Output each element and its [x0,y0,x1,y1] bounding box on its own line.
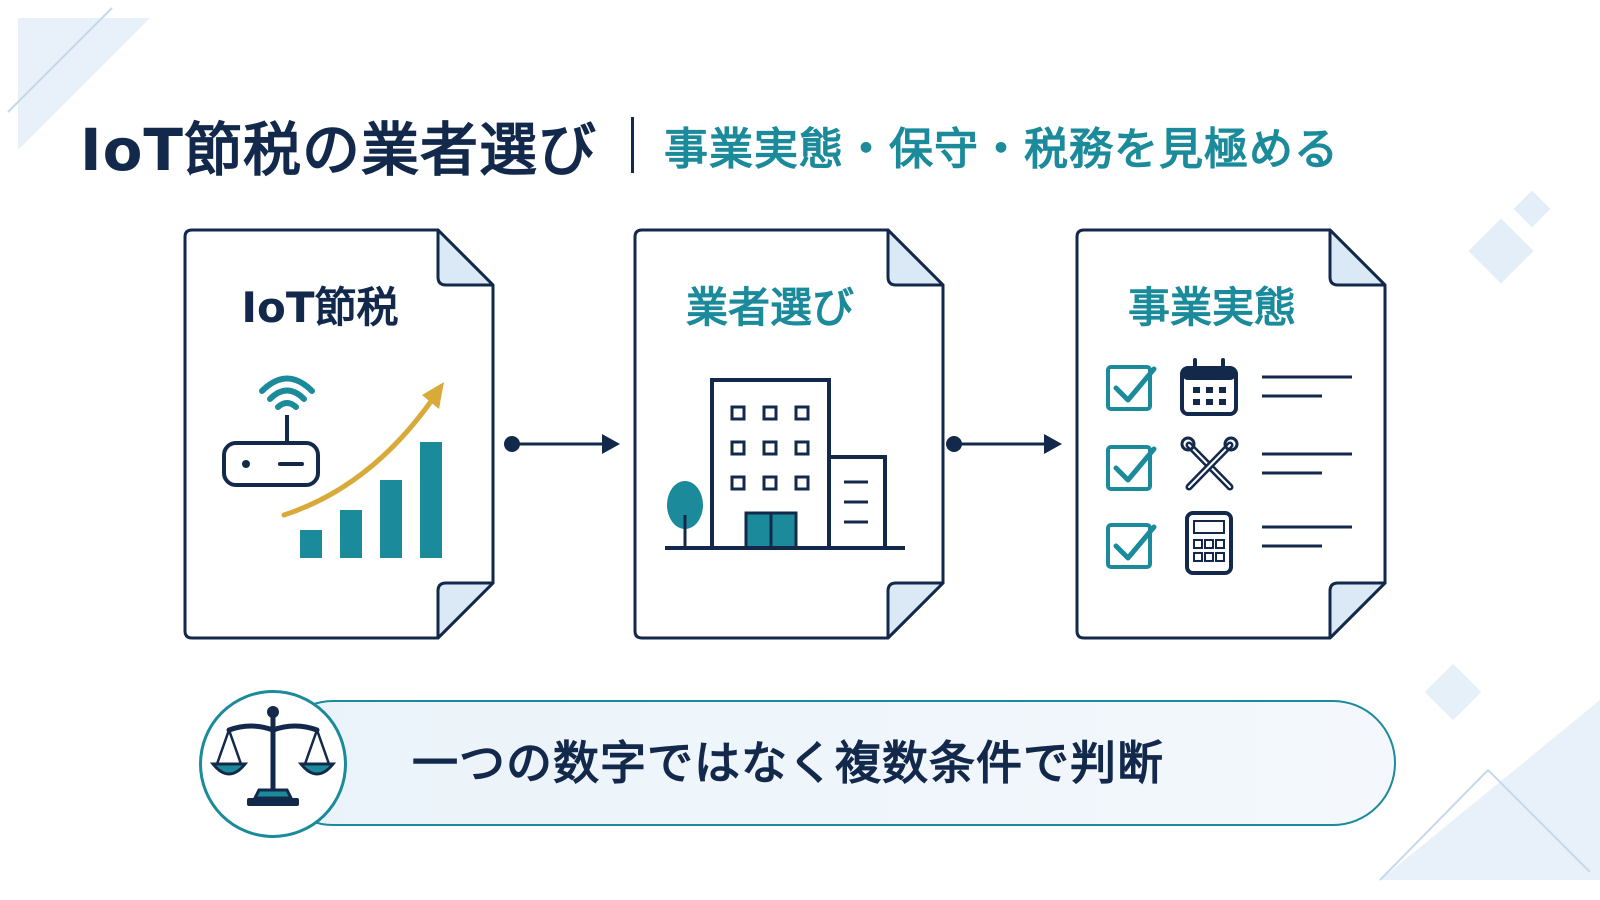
calculator-icon [1185,511,1233,575]
text-lines [1262,525,1352,548]
conclusion-text: 一つの数字ではなく複数条件で判断 [412,736,1164,790]
connector-arrow-1 [504,434,620,454]
office-building-icon [665,378,905,550]
conclusion-banner [270,700,1396,826]
trend-arrow-icon [281,382,444,518]
connector-arrow-2 [946,434,1062,454]
card-business-reality [1075,228,1387,640]
page-title: IoT節税の業者選び [80,116,597,184]
balance-scale-icon [209,706,337,806]
wifi-router-icon [222,375,320,487]
card-business-reality-title: 事業実態 [1127,283,1296,332]
text-lines [1262,452,1352,475]
checkbox-icon [1106,445,1157,491]
calendar-icon [1180,358,1238,416]
checkbox-icon [1106,523,1157,569]
tree-icon [667,481,703,548]
growth-bar-chart-icon [300,442,442,558]
card-vendor-selection-title: 業者選び [685,283,854,332]
checkbox-icon [1106,365,1157,411]
card-vendor-selection [633,228,945,640]
page-subtitle: 事業実態・保守・税務を見極める [664,124,1339,175]
title-divider [631,117,634,173]
card-iot-tax-title: IoT節税 [241,283,399,332]
tools-icon [1180,436,1239,491]
card-iot-tax [183,228,495,640]
text-lines [1262,375,1352,398]
title-row: IoT節税の業者選び 事業実態・保守・税務を見極める [80,100,1339,190]
